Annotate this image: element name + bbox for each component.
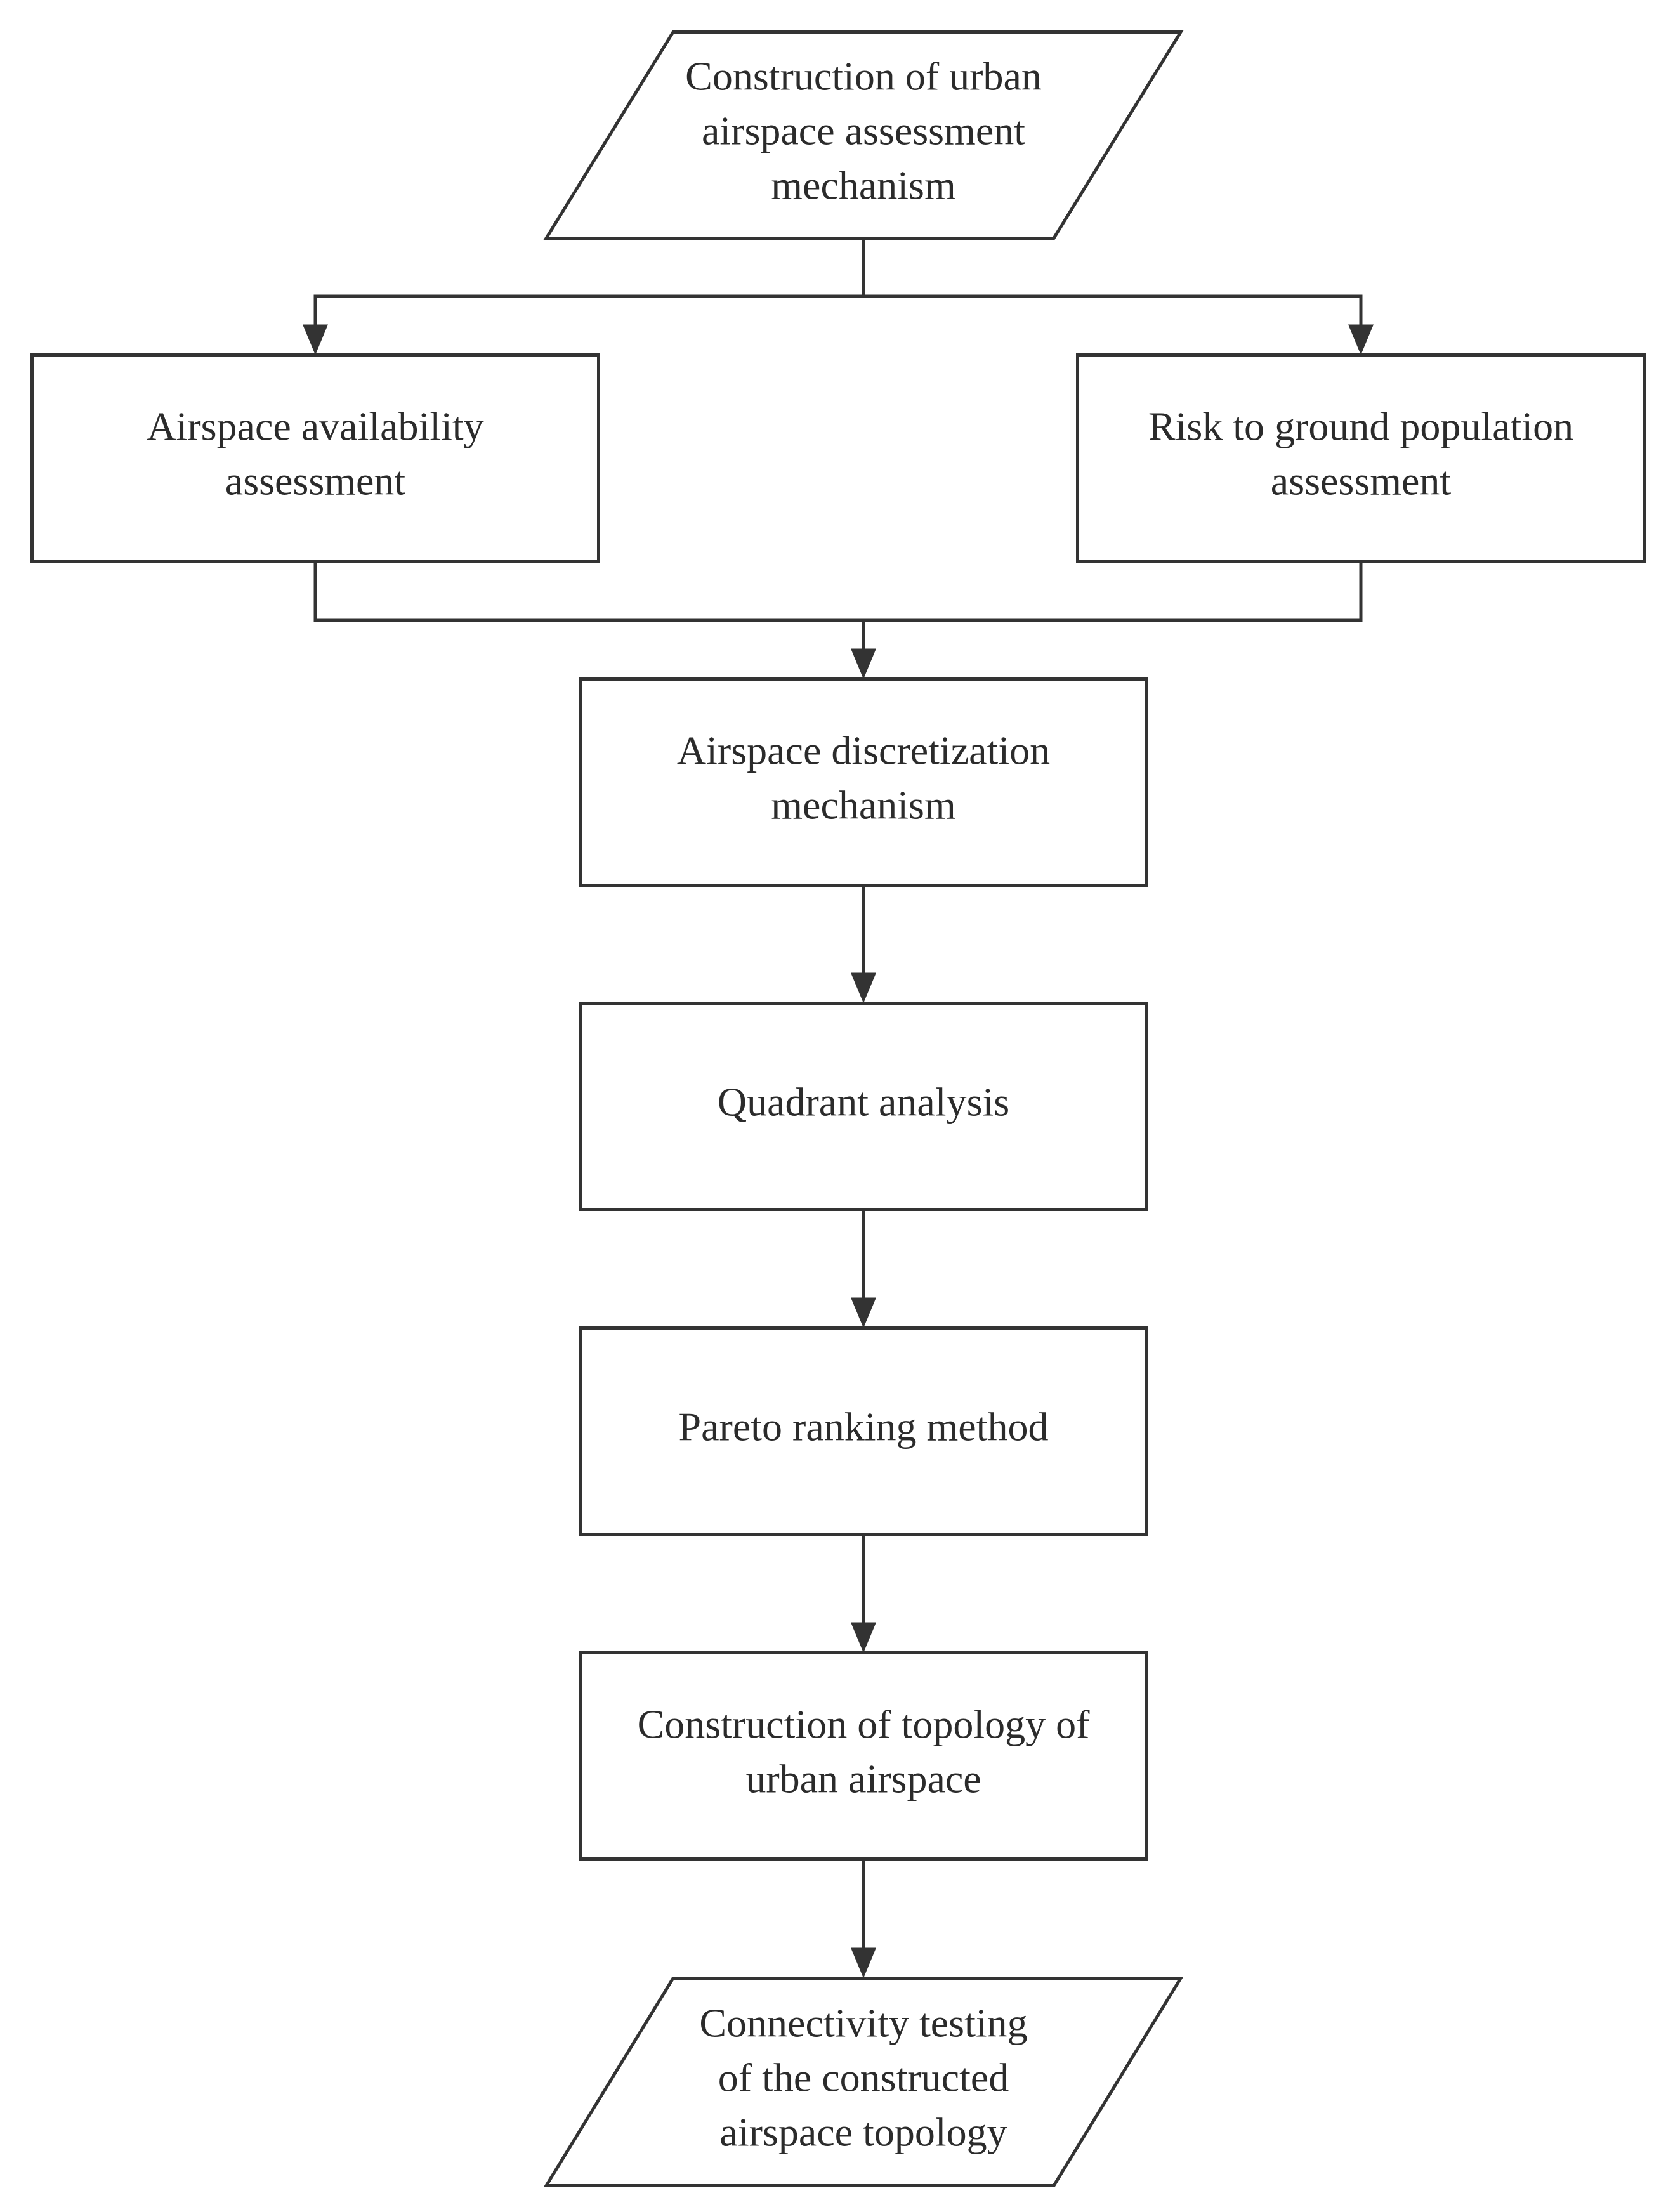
- merge-connector-branches: [313, 561, 1363, 622]
- pareto-ranking-method-label-line: Pareto ranking method: [679, 1404, 1049, 1450]
- airspace-availability-assessment-node: Airspace availability assessment: [30, 353, 600, 563]
- construction-topology-label-line: Construction of topology of: [638, 1702, 1091, 1747]
- pareto-ranking-method-node: Pareto ranking method: [579, 1326, 1148, 1536]
- quadrant-analysis-node: Quadrant analysis: [579, 1002, 1148, 1211]
- construction-assessment-mechanism-label-line: airspace assessment: [702, 108, 1025, 154]
- airspace-discretization-mechanism-label-line: Airspace discretization: [677, 728, 1050, 773]
- quadrant-analysis-label-line: Quadrant analysis: [718, 1080, 1009, 1125]
- risk-ground-population-assessment-label-line: assessment: [1271, 459, 1452, 504]
- pareto-ranking-method-box: [579, 1326, 1148, 1536]
- airspace-discretization-mechanism-node: Airspace discretization mechanism: [579, 677, 1148, 887]
- quadrant-analysis-box: [579, 1002, 1148, 1211]
- connectivity-testing-node: Connectivity testing of the constructed ai…: [543, 1977, 1184, 2187]
- arrow-to-discretization: [851, 648, 876, 679]
- connectivity-testing-label-line: Connectivity testing: [699, 2001, 1027, 2046]
- construction-assessment-mechanism-label-line: Construction of urban: [685, 54, 1042, 99]
- arrow-to-pareto-ranking-method: [851, 1297, 876, 1328]
- arrow-to-construction-topology: [851, 1622, 876, 1653]
- construction-assessment-mechanism-label-line: mechanism: [771, 163, 955, 208]
- construction-assessment-mechanism-parallelogram: [543, 30, 1184, 240]
- connectivity-testing-label-line: airspace topology: [719, 2110, 1007, 2155]
- construction-topology-node: Construction of topology of urban airspac…: [579, 1651, 1148, 1861]
- construction-assessment-mechanism-node: Construction of urban airspace assessment…: [543, 30, 1184, 240]
- risk-ground-population-assessment-node: Risk to ground population assessment: [1076, 353, 1646, 563]
- airspace-availability-assessment-label-line: assessment: [225, 459, 406, 504]
- airspace-discretization-mechanism-label-line: mechanism: [771, 783, 955, 828]
- risk-ground-population-assessment-label-line: Risk to ground population: [1148, 404, 1573, 449]
- construction-topology-box: [579, 1651, 1148, 1861]
- airspace-discretization-mechanism-box: [579, 677, 1148, 887]
- nodes-layer: Construction of urban airspace assessment…: [30, 30, 1646, 2187]
- construction-topology-label-line: urban airspace: [745, 1757, 981, 1802]
- airspace-availability-assessment-label-line: Airspace availability: [147, 404, 483, 449]
- arrow-to-connectivity-testing: [851, 1947, 876, 1979]
- edges-layer: [303, 238, 1374, 1979]
- connectivity-testing-label-line: of the constructed: [718, 2055, 1009, 2100]
- arrow-to-airspace-availability: [303, 324, 328, 355]
- arrow-to-risk-ground-population: [1348, 324, 1374, 355]
- split-connector-branches: [313, 294, 1363, 325]
- risk-ground-population-assessment-box: [1076, 353, 1646, 563]
- connectivity-testing-parallelogram: [543, 1977, 1184, 2187]
- arrow-to-quadrant-analysis: [851, 972, 876, 1004]
- airspace-availability-assessment-box: [30, 353, 600, 563]
